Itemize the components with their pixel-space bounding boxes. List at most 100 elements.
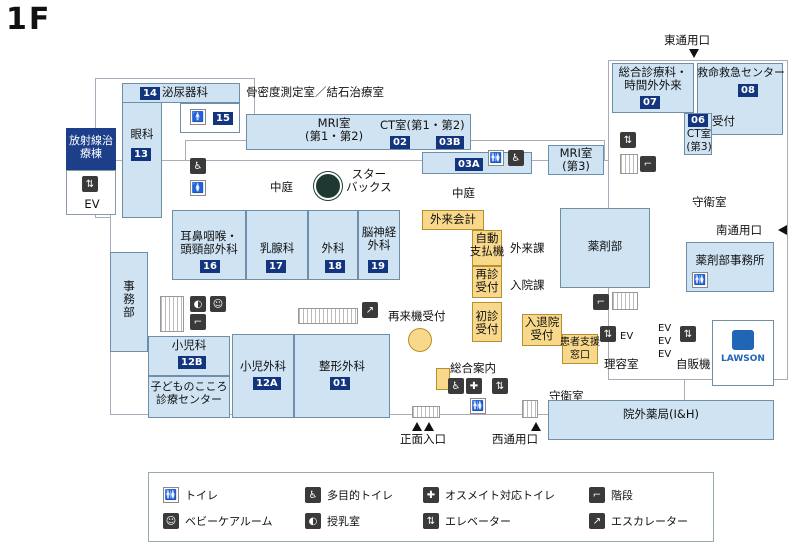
ent-label: 耳鼻咽喉・ 頭頸部外科: [180, 229, 238, 256]
office-label: 事 務 部: [123, 279, 135, 319]
starbucks-label: スター バックス: [346, 167, 392, 194]
ostomate-toilet-icon: ✚: [423, 487, 439, 503]
ct12-label: CT室(第1・第2): [380, 118, 465, 132]
accessible-toilet-icon: ♿: [448, 378, 464, 394]
radiology-label: 放射線治療棟: [69, 134, 113, 160]
general-clinic-label: 総合診療科・ 時間外外来: [618, 65, 688, 92]
stairs: [620, 154, 638, 174]
stairs-icon: ⌐: [589, 487, 605, 503]
east-entrance-arrow: [689, 49, 699, 58]
restroom-icon: 🚻: [163, 487, 179, 503]
patient-support-label: 患者支援 窓口: [560, 337, 600, 361]
pediatrics-label: 小児科: [171, 338, 207, 352]
ent-badge: 16: [200, 260, 220, 273]
ct-reception-badge: 06: [688, 114, 708, 127]
auto-payment-label: 自動 支払機: [469, 231, 505, 258]
info-label: 総合案内: [450, 361, 496, 375]
ev-left-label: EV: [84, 197, 100, 211]
patient-support-counter[interactable]: [562, 334, 598, 364]
legend-item: ☺ ベビーケアルーム: [163, 513, 273, 529]
escalator-icon: ↗: [589, 513, 605, 529]
revisit-machine[interactable]: [408, 328, 432, 352]
bone-density-label: 骨密度測定室／結石治療室: [246, 85, 384, 99]
urology-label: 泌尿器科: [162, 85, 208, 99]
surgery-label: 外科: [321, 241, 345, 255]
outpatient-payment-label: 外来会計: [430, 212, 476, 226]
pediatrics-badge: 12B: [178, 356, 206, 369]
legend-item: ◐ 授乳室: [305, 513, 360, 529]
ct-reception-label: 受付: [712, 114, 735, 128]
legend-item: ♿ 多目的トイレ: [305, 487, 393, 503]
elevator-icon: ⇅: [82, 176, 98, 192]
mri3-room[interactable]: [548, 145, 604, 175]
floor-label: 1F: [6, 2, 52, 37]
outside-pharmacy-label: 院外薬局(I&H): [623, 407, 699, 421]
nursing-room-icon: ◐: [190, 296, 206, 312]
guard-top-label: 守衛室: [692, 195, 727, 209]
pediatric-surgery-label: 小児外科: [240, 359, 286, 373]
accessible-toilet-icon: ♿: [305, 487, 321, 503]
outpatient-dept-label: 外来課: [510, 241, 545, 255]
legend-label: ベビーケアルーム: [185, 515, 273, 528]
revisit-reception-counter[interactable]: [472, 266, 502, 298]
baby-room-icon: ☺: [210, 296, 226, 312]
outside-pharmacy-room[interactable]: [548, 400, 774, 440]
legend-item: ⇅ エレベーター: [423, 513, 511, 529]
nursing-room-icon: ◐: [305, 513, 321, 529]
ostomate-toilet-icon: ✚: [466, 378, 482, 394]
first-visit-counter[interactable]: [472, 302, 502, 342]
guard-bottom-label: 守衛室: [549, 389, 584, 403]
stairs: [298, 308, 358, 324]
front-entrance-arrow-1: [412, 422, 422, 431]
front-entrance-arrow-2: [424, 422, 434, 431]
emergency-badge: 08: [738, 84, 758, 97]
office-room: [110, 252, 148, 352]
pharmacy-office-label: 薬剤部事務所: [695, 253, 765, 267]
inpatient-dept-label: 入院課: [510, 278, 545, 292]
outpatient-payment-counter[interactable]: [422, 210, 484, 230]
stairs-icon: ⌐: [640, 156, 656, 172]
ophthalmology-label: 眼科: [130, 127, 154, 141]
front-entrance-label: 正面入口: [400, 432, 446, 446]
surgery-badge: 18: [325, 260, 345, 273]
auto-payment-counter[interactable]: [472, 230, 502, 266]
orthopedics-room[interactable]: [294, 334, 390, 418]
escalator-icon: ↗: [362, 302, 378, 318]
breast-label: 乳腺科: [259, 241, 295, 255]
ct3-label: CT室 (第3): [686, 128, 712, 153]
neurosurgery-badge: 19: [368, 260, 388, 273]
revisit-machine-label: 再来機受付: [388, 309, 446, 323]
courtyard-left-label: 中庭: [270, 180, 293, 194]
urology-badge: 14: [140, 87, 160, 100]
vending-label: 自販機: [676, 357, 711, 371]
legend-label: エスカレーター: [611, 515, 688, 528]
surgery-room[interactable]: [308, 210, 358, 280]
restroom-icon: 🚺: [190, 180, 206, 196]
kids-mind-room[interactable]: [148, 376, 230, 418]
lawson-store[interactable]: [712, 320, 774, 386]
first-visit-label: 初診 受付: [475, 309, 499, 336]
elevator-icon: ⇅: [620, 132, 636, 148]
ophthalmology-badge: 13: [131, 148, 151, 161]
admission-counter[interactable]: [522, 314, 562, 346]
legend-label: 階段: [611, 489, 633, 502]
ct3a-badge: 03A: [455, 158, 483, 171]
elevator-icon: ⇅: [600, 326, 616, 342]
legend-item: 🚻 トイレ: [163, 487, 218, 503]
legend-item: ↗ エスカレーター: [589, 513, 688, 529]
elevator-icon: ⇅: [492, 378, 508, 394]
pediatric-surgery-room[interactable]: [232, 334, 294, 418]
orthopedics-label: 整形外科: [319, 359, 365, 373]
lawson-label: LAWSON: [721, 354, 765, 364]
mri12-badge: 02: [390, 136, 410, 149]
legend-label: トイレ: [185, 489, 218, 502]
restroom-icon: 🚻: [470, 398, 486, 414]
stairs-icon: ⌐: [190, 314, 206, 330]
ev-small-label: EV: [620, 331, 634, 342]
starbucks-logo: [314, 172, 342, 200]
imaging-block: [246, 114, 471, 150]
ev-stack-label: EV EV EV: [658, 323, 672, 360]
west-entrance-label: 西通用口: [492, 432, 538, 446]
orthopedics-badge: 01: [330, 377, 350, 390]
courtyard-right-label: 中庭: [452, 186, 475, 200]
